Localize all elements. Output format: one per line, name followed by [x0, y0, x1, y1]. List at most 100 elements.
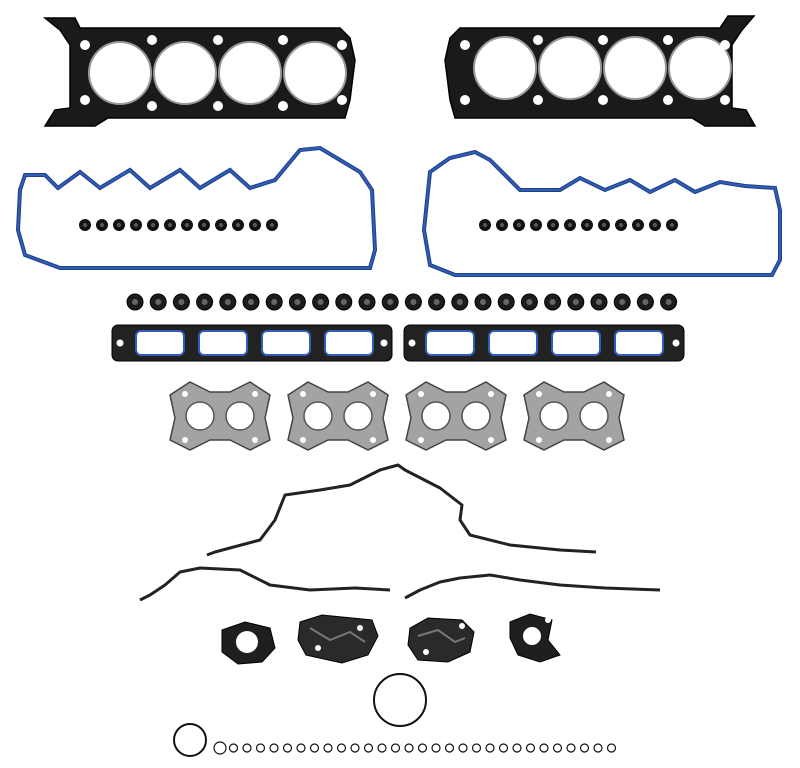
valve-cover-grommet-hole: [516, 222, 522, 228]
small-o-ring: [390, 743, 401, 753]
small-o-ring: [539, 743, 549, 753]
small-o-ring: [377, 743, 387, 753]
small-o-ring: [255, 743, 266, 753]
oil-pump-gasket-right: [407, 617, 475, 663]
valve-stem-seal-hole: [503, 299, 510, 305]
valve-stem-seal-hole: [433, 299, 440, 305]
small-o-ring: [431, 743, 441, 753]
valve-cover-grommet-hole: [533, 222, 539, 228]
valve-cover-grommet-hole: [252, 222, 258, 228]
bolt-hole: [488, 437, 494, 443]
intake-gasket-left: [111, 324, 393, 362]
small-o-ring: [363, 743, 374, 753]
valve-stem-seal-hole: [132, 299, 138, 305]
small-o-ring: [444, 743, 455, 753]
valve-stem-seals: [126, 293, 678, 311]
valve-cover-grommets-right: [479, 219, 678, 231]
valve-cover-grommet-hole: [235, 222, 241, 228]
exhaust-port: [225, 401, 255, 431]
exhaust-gasket: [405, 381, 507, 451]
valve-stem-seal-hole: [364, 299, 370, 305]
bolt-hole: [370, 437, 376, 443]
valve-cover-grommet-hole: [167, 222, 173, 228]
small-o-ring: [471, 743, 482, 753]
exhaust-port: [461, 401, 491, 431]
bolt-hole: [182, 391, 188, 397]
small-o-ring: [269, 743, 279, 753]
valve-cover-grommet-hole: [150, 222, 156, 228]
valve-cover-grommet-hole: [635, 222, 641, 228]
small-o-ring: [323, 743, 333, 753]
valve-stem-seal-hole: [619, 299, 626, 305]
small-o-rings: [213, 741, 617, 755]
valve-cover-grommet-hole: [184, 222, 190, 228]
head-gasket-left: [42, 17, 356, 127]
valve-cover-grommet-hole: [218, 222, 224, 228]
bolt-hole: [606, 437, 612, 443]
small-o-ring: [417, 743, 428, 753]
valve-stem-seal-hole: [271, 299, 278, 305]
valve-cover-grommet-hole: [116, 222, 122, 228]
valve-stem-seal-hole: [201, 299, 208, 305]
head-gasket-right: [444, 15, 757, 127]
valve-cover-gasket-right: [421, 149, 782, 277]
small-o-ring: [485, 743, 495, 753]
small-o-ring: [213, 741, 227, 755]
bolt-hole: [252, 391, 258, 397]
valve-stem-seal-hole: [317, 299, 324, 305]
bolt-hole: [536, 437, 542, 443]
valve-cover-grommet-hole: [133, 222, 139, 228]
valve-stem-seal-hole: [410, 299, 417, 305]
valve-cover-grommet-hole: [482, 222, 488, 228]
bolt-hole: [536, 391, 542, 397]
exhaust-port: [539, 401, 569, 431]
timing-cover-gasket-right: [404, 573, 661, 600]
bolt-hole: [418, 391, 424, 397]
exhaust-port: [579, 401, 609, 431]
valve-stem-seal-hole: [294, 299, 301, 305]
small-o-ring: [242, 743, 252, 753]
valve-cover-grommets-left: [79, 219, 278, 231]
bolt-hole: [370, 391, 376, 397]
water-outlet-gasket: [221, 621, 276, 665]
valve-cover-grommet-hole: [550, 222, 556, 228]
exhaust-gasket: [169, 381, 271, 451]
valve-cover-grommet-hole: [99, 222, 105, 228]
thermostat-housing-gasket: [509, 613, 561, 663]
valve-stem-seal-hole: [526, 299, 533, 305]
valve-cover-grommet-hole: [567, 222, 573, 228]
small-o-ring: [309, 743, 320, 753]
small-o-ring: [525, 743, 536, 753]
small-o-ring: [579, 743, 590, 753]
exhaust-port: [303, 401, 333, 431]
valve-stem-seal-hole: [178, 299, 185, 305]
valve-stem-seal-hole: [572, 299, 579, 305]
bolt-hole: [488, 391, 494, 397]
valve-stem-seal-hole: [340, 299, 347, 305]
small-o-ring: [458, 743, 468, 753]
valve-stem-seal-hole: [642, 299, 649, 305]
valve-cover-grommet-hole: [499, 222, 505, 228]
valve-cover-grommet-hole: [269, 222, 275, 228]
small-o-ring: [282, 743, 293, 753]
valve-stem-seal-hole: [155, 299, 162, 305]
small-o-ring: [350, 743, 360, 753]
intake-gasket-right: [403, 324, 685, 362]
valve-stem-seal-hole: [596, 299, 602, 305]
valve-cover-grommet-hole: [584, 222, 590, 228]
valve-stem-seal-hole: [248, 299, 254, 305]
valve-stem-seal-hole: [480, 299, 486, 305]
bolt-hole: [418, 437, 424, 443]
valve-cover-grommet-hole: [82, 222, 88, 228]
exhaust-gaskets: [169, 381, 625, 451]
valve-stem-seal-hole: [456, 299, 463, 305]
bolt-hole: [300, 391, 306, 397]
valve-cover-grommet-hole: [201, 222, 207, 228]
exhaust-port: [421, 401, 451, 431]
bolt-hole: [252, 437, 258, 443]
small-o-ring: [404, 743, 414, 753]
valve-cover-grommet-hole: [669, 222, 675, 228]
bolt-hole: [182, 437, 188, 443]
bolt-hole: [606, 391, 612, 397]
